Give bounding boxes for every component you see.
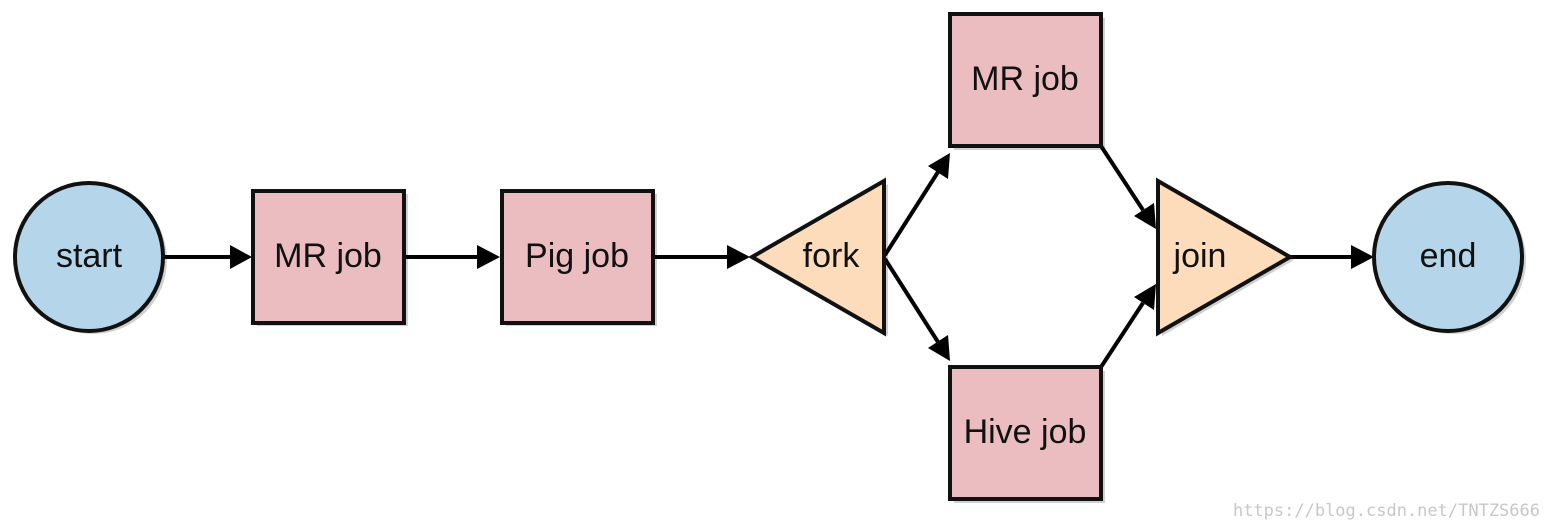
node-mr-job-1-label: MR job	[274, 237, 382, 275]
edges	[163, 144, 1374, 369]
node-join[interactable]: join	[1156, 177, 1295, 337]
node-pig-job-label: Pig job	[525, 237, 629, 275]
node-end-label: end	[1420, 237, 1477, 275]
arrowhead	[230, 245, 252, 269]
arrowhead	[1134, 284, 1156, 310]
node-fork-label: fork	[803, 237, 861, 275]
arrowhead	[1134, 203, 1156, 229]
node-mr-job-2[interactable]: MR job	[948, 12, 1103, 148]
edge-fork-to-mr-job	[883, 170, 940, 257]
node-mr-job-2-label: MR job	[971, 60, 1079, 98]
node-hive-job[interactable]: Hive job	[948, 365, 1103, 501]
arrowhead	[928, 153, 950, 179]
node-join-label: join	[1173, 237, 1227, 275]
node-mr-job-1[interactable]: MR job	[251, 189, 406, 325]
arrowhead	[1351, 245, 1374, 269]
node-hive-job-label: Hive job	[964, 413, 1087, 451]
watermark-text: https://blog.csdn.net/TNTZS666	[1233, 501, 1540, 521]
edge-mr-job-to-join	[1099, 144, 1145, 212]
node-pig-job[interactable]: Pig job	[500, 189, 655, 325]
arrowhead	[477, 245, 500, 269]
arrowhead	[928, 335, 950, 361]
edge-fork-to-hive-job	[883, 257, 940, 344]
node-start-label: start	[56, 237, 123, 275]
node-start[interactable]: start	[13, 181, 165, 333]
arrowhead	[727, 245, 750, 269]
edge-hive-job-to-join	[1099, 301, 1145, 369]
node-end[interactable]: end	[1372, 181, 1524, 333]
node-fork[interactable]: fork	[747, 177, 886, 337]
